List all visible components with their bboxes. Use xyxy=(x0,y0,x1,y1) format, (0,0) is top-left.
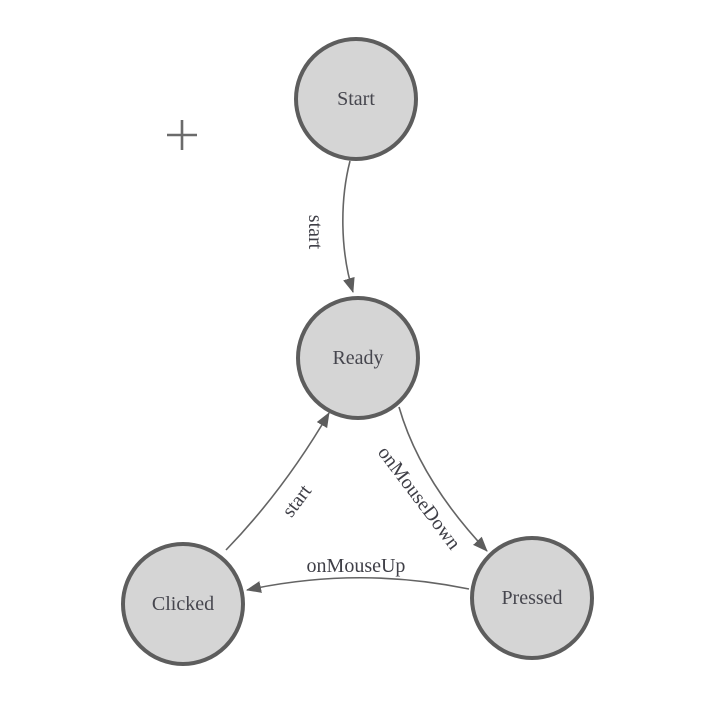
state-circle-pressed[interactable] xyxy=(470,536,594,660)
state-circle-clicked[interactable] xyxy=(121,542,245,666)
plus-icon xyxy=(167,120,197,150)
state-circle-start[interactable] xyxy=(294,37,418,161)
edge-label-onmouseup: onMouseUp xyxy=(307,555,406,577)
state-label-clicked: Clicked xyxy=(152,593,214,615)
state-label-start: Start xyxy=(337,88,375,110)
state-label-ready: Ready xyxy=(332,347,383,369)
edge-ready-to-pressed[interactable]: onMouseDown xyxy=(373,406,488,554)
state-label-pressed: Pressed xyxy=(501,587,562,609)
node-ready[interactable]: Ready xyxy=(296,296,420,420)
node-pressed[interactable]: Pressed xyxy=(470,536,594,660)
edge-clicked-to-ready[interactable]: start xyxy=(225,412,330,551)
edge-label-start-2: start xyxy=(278,480,317,521)
state-circle-ready[interactable] xyxy=(296,296,420,420)
node-clicked[interactable]: Clicked xyxy=(121,542,245,666)
edge-path-clicked-ready[interactable] xyxy=(225,412,330,551)
edge-pressed-to-clicked[interactable]: onMouseUp xyxy=(246,555,470,593)
edge-start-to-ready[interactable]: start xyxy=(304,160,355,293)
edge-path-pressed-clicked[interactable] xyxy=(246,576,470,593)
edge-path-start-ready[interactable] xyxy=(342,160,355,293)
edge-label-start: start xyxy=(304,215,326,250)
edge-path-ready-pressed[interactable] xyxy=(398,406,488,552)
node-start[interactable]: Start xyxy=(294,37,418,161)
